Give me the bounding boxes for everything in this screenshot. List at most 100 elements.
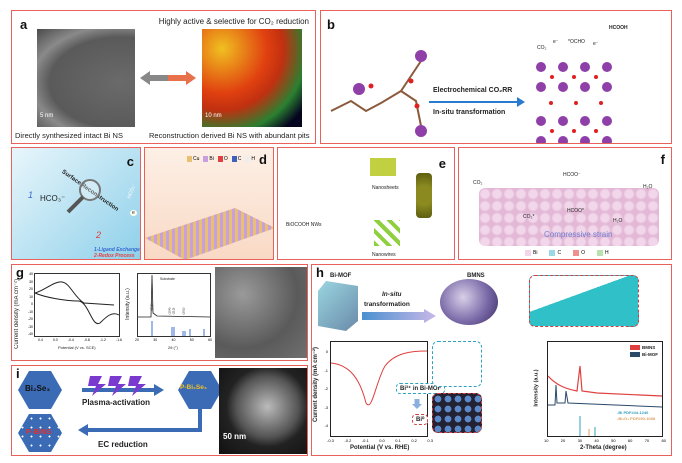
y-tick: -1 bbox=[324, 367, 328, 373]
x-tick: 60 bbox=[627, 438, 633, 443]
caption-left: Directly synthesized intact Bi NS bbox=[15, 131, 123, 140]
legend-o: O bbox=[217, 156, 228, 162]
y-tick: 20 bbox=[29, 287, 33, 291]
y-tick: -30 bbox=[27, 324, 33, 329]
route-1: 1 bbox=[28, 190, 34, 200]
xrd-plot bbox=[137, 273, 211, 337]
hexagon-bi2se3 bbox=[18, 371, 62, 409]
ec-label: EC reduction bbox=[98, 440, 148, 449]
peak-012: (012) bbox=[149, 303, 154, 311]
legend-c: C bbox=[549, 250, 561, 256]
xrd-ylabel: Intensity (a.u.) bbox=[533, 369, 540, 407]
x-tick: -0.3 bbox=[327, 438, 334, 443]
strain-label: Compressive strain bbox=[544, 230, 613, 239]
x-tick: -0.2 bbox=[344, 438, 352, 443]
y-tick: -2 bbox=[324, 386, 328, 391]
cubi-surface bbox=[145, 208, 273, 259]
legend-redox: 2-Redox Process bbox=[94, 253, 135, 259]
ref-bi2o3: -Bi₂O₃ PDF#50-1088 bbox=[617, 416, 656, 421]
lsv-curve bbox=[330, 350, 428, 406]
species-co2-ads: CO₂* bbox=[523, 214, 535, 220]
arrow-label-top: Electrochemical CO₂RR bbox=[433, 87, 513, 94]
legend-bi: Bi bbox=[203, 156, 214, 162]
x-tick: -1.6 bbox=[115, 338, 122, 342]
panel-i: i Bi₂Se₃ Plasma-activation P-Bi₂Se₃ P-Bi… bbox=[11, 365, 308, 456]
interface-zoom-inset bbox=[529, 275, 639, 327]
panel-label: a bbox=[20, 17, 28, 32]
product-label: BMNS bbox=[467, 273, 485, 279]
xrd-xlabel: 2θ (°) bbox=[168, 345, 178, 350]
panel-h: h Bi-MOF In-situ transformation BMNS Cur… bbox=[311, 264, 672, 456]
species-electron: e⁻ bbox=[593, 41, 599, 47]
hexagon-p-bi2se3 bbox=[178, 371, 222, 409]
y-tick: 10 bbox=[29, 294, 33, 299]
x-tick: 50 bbox=[189, 338, 194, 342]
sem-image bbox=[215, 267, 307, 358]
panel-c: c 1 HCO₃⁻ Surface Reconstruction 2 HCO₃⁻… bbox=[11, 147, 141, 260]
bi-lattice bbox=[536, 62, 612, 143]
species-ocho: *OCHO bbox=[568, 39, 585, 45]
tem-image-intact bbox=[37, 29, 135, 127]
legend-bi: Bi bbox=[525, 250, 537, 256]
species-hcoo-minus: HCOO⁻ bbox=[563, 172, 581, 178]
x-tick: 0.3 bbox=[427, 438, 433, 443]
bi3-label: Bi³⁺ in Bi-MOF bbox=[396, 383, 446, 394]
right-arrow-icon bbox=[429, 97, 525, 107]
panel-label: h bbox=[316, 265, 324, 280]
x-tick: 20 bbox=[135, 338, 139, 342]
scale-bar-label: 10 nm bbox=[205, 113, 222, 119]
xrd-xlabel: 2-Theta (degree) bbox=[580, 445, 627, 451]
panel-d: d Cu Bi O C H bbox=[144, 147, 274, 260]
haadf-image bbox=[219, 368, 307, 454]
x-tick: 30 bbox=[577, 438, 583, 443]
x-tick: 50 bbox=[611, 438, 616, 443]
cv-ylabel: Current density (mA cm⁻²) bbox=[14, 279, 20, 349]
x-tick: -0.4 bbox=[67, 338, 74, 342]
bi-mof-molecule bbox=[330, 50, 427, 137]
xrd-plot-h bbox=[547, 341, 663, 437]
x-tick: 70 bbox=[644, 438, 650, 443]
plasma-arrow bbox=[82, 376, 164, 396]
legend-bmns: BMNS bbox=[630, 345, 655, 350]
panel-label: f bbox=[660, 152, 665, 167]
peak-202: (202) bbox=[181, 307, 186, 315]
x-tick: 0.2 bbox=[411, 438, 417, 443]
panel-label: b bbox=[327, 17, 335, 32]
mof-structure-inset bbox=[432, 341, 482, 387]
route-2: 2 bbox=[96, 230, 102, 240]
lsv-ylabel: Current density (mA cm⁻²) bbox=[313, 347, 319, 422]
legend-h: H bbox=[245, 156, 255, 162]
x-tick: 80 bbox=[661, 438, 666, 443]
mid-label: P-Bi₂Se₃ bbox=[180, 384, 207, 391]
x-tick: 0.0 bbox=[379, 438, 385, 443]
species-h2o: H₂O bbox=[643, 184, 653, 190]
y-tick: 40 bbox=[29, 272, 33, 276]
right-arrow-icon bbox=[362, 309, 436, 323]
mof-label: Bi-MOF bbox=[330, 273, 352, 279]
bi-slab bbox=[479, 188, 659, 246]
lsv-yticks: 0-1-2-3-4 bbox=[320, 343, 328, 436]
species-electron: e⁻ bbox=[553, 39, 559, 45]
x-tick: 0.1 bbox=[395, 438, 401, 443]
x-tick: 30 bbox=[153, 338, 158, 342]
nanowire-image bbox=[374, 220, 400, 246]
panel-a: a Highly active & selective for CO₂ redu… bbox=[11, 10, 316, 144]
bi-mof-crystal bbox=[318, 281, 358, 331]
x-tick: 0.4 bbox=[38, 338, 43, 342]
y-tick: -3 bbox=[324, 404, 328, 410]
x-tick: 0.0 bbox=[52, 338, 58, 342]
x-tick: 10 bbox=[544, 438, 549, 443]
scale-label: 50 nm bbox=[223, 432, 247, 441]
cv-xlabel: Potential (V vs. SCE) bbox=[58, 345, 96, 350]
panel-title: Highly active & selective for CO₂ reduct… bbox=[158, 17, 309, 26]
ec-reduction-arrow bbox=[78, 406, 202, 436]
legend-c: C bbox=[231, 156, 241, 162]
arrow-label-bottom: transformation bbox=[364, 301, 410, 308]
y-tick: -4 bbox=[324, 423, 328, 428]
species-hcoo-ads: HCOO* bbox=[567, 208, 584, 214]
arrow-label-top: In-situ bbox=[382, 291, 402, 298]
y-tick: 0 bbox=[31, 302, 33, 306]
x-tick: -1.2 bbox=[99, 338, 106, 342]
